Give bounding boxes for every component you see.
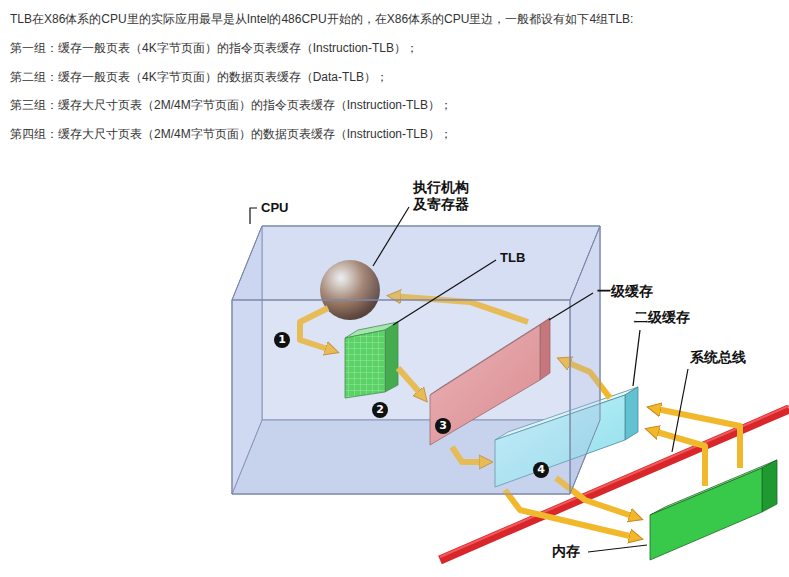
leader-line bbox=[588, 545, 647, 552]
part-label: 执行机构及寄存器 bbox=[413, 179, 472, 213]
tlb-group-text: 第二组：缓存一般页表（4K字节页面）的数据页表缓存（Data-TLB）； bbox=[10, 69, 388, 85]
memory-side bbox=[762, 460, 777, 512]
intro-text: TLB在X86体系的CPU里的实际应用最早是从Intel的486CPU开始的，在… bbox=[10, 11, 633, 27]
leader-line bbox=[373, 207, 409, 266]
cpu-front-face bbox=[232, 300, 570, 494]
leader-lines bbox=[250, 207, 688, 552]
callout-number: 2 bbox=[372, 402, 388, 418]
leader-line bbox=[250, 208, 257, 224]
callout-number: 3 bbox=[435, 418, 451, 434]
l2-cache-side bbox=[625, 387, 638, 440]
leader-line bbox=[633, 330, 640, 386]
part-label: 一级缓存 bbox=[597, 283, 653, 300]
tlb-group-text: 第一组：缓存一般页表（4K字节页面）的指令页表缓存（Instruction-TL… bbox=[10, 40, 418, 56]
part-label: 二级缓存 bbox=[634, 309, 690, 326]
part-label: TLB bbox=[500, 250, 525, 266]
flow-arrow bbox=[650, 430, 705, 486]
tlb-group-text: 第四组：缓存大尺寸页表（2M/4M字节页面）的数据页表缓存（Instructio… bbox=[10, 126, 452, 142]
part-label: CPU bbox=[261, 200, 288, 216]
cpu-top-face bbox=[232, 226, 600, 300]
leader-line bbox=[549, 293, 593, 320]
part-label: 系统总线 bbox=[690, 349, 746, 366]
flow-arrow bbox=[505, 490, 638, 538]
callout-number: 4 bbox=[533, 462, 549, 478]
cpu-right-face bbox=[570, 226, 600, 494]
leader-line bbox=[393, 260, 496, 325]
part-label: 内存 bbox=[552, 543, 580, 560]
callout-number: 1 bbox=[274, 332, 290, 348]
tlb-group-text: 第三组：缓存大尺寸页表（2M/4M字节页面）的指令页表缓存（Instructio… bbox=[10, 97, 452, 113]
leader-line bbox=[672, 369, 688, 452]
flow-arrow bbox=[652, 408, 740, 468]
